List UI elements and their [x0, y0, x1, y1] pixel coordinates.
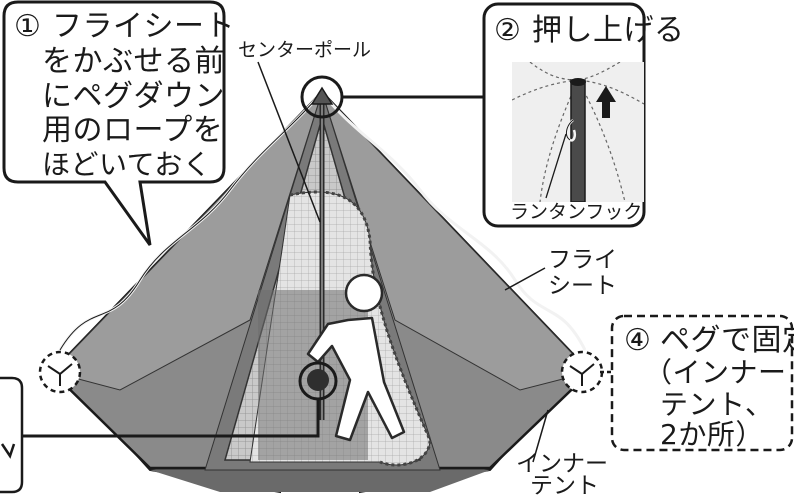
fly-sheet-label-line-1: フライ [548, 247, 617, 273]
step2-number: ② [494, 13, 522, 48]
step4-line-3: テント、 [660, 388, 774, 421]
step2-hook-label: ランタンフック [510, 201, 643, 223]
step1-number: ① [14, 9, 42, 44]
step1-line-5: ほどいておく [42, 148, 212, 181]
step1-line-2: をかぶせる前 [42, 44, 225, 79]
inner-tent-label-line-1: インナー [516, 451, 608, 477]
step2-title: 押し上げる [532, 13, 685, 48]
step4-number: ④ [624, 323, 652, 358]
callout-step4-box [610, 314, 794, 452]
tent-peak [310, 86, 334, 105]
callout-step3-box-partial [0, 376, 24, 494]
step1-line-3: にペグダウン [42, 79, 225, 114]
person-figure [306, 273, 406, 442]
fly-sheet-label-line-2: シート [548, 273, 617, 299]
step4-line-1: ペグで固定 [660, 323, 794, 358]
inner-tent-label-line-2: テント [530, 473, 599, 497]
step1-line-4: 用のロープを [42, 113, 224, 148]
callout-step1-bubble [2, 0, 226, 246]
step4-line-2: （インナー [644, 356, 787, 389]
step4-line-4: 2か所） [660, 418, 764, 451]
leader-lines [0, 61, 612, 463]
center-pole-label: センターポール [238, 39, 372, 61]
center-pole [307, 98, 329, 420]
peg-point-left [38, 350, 82, 394]
step2-detail-illustration [512, 62, 644, 202]
step1-line-1: フライシート [52, 9, 235, 44]
